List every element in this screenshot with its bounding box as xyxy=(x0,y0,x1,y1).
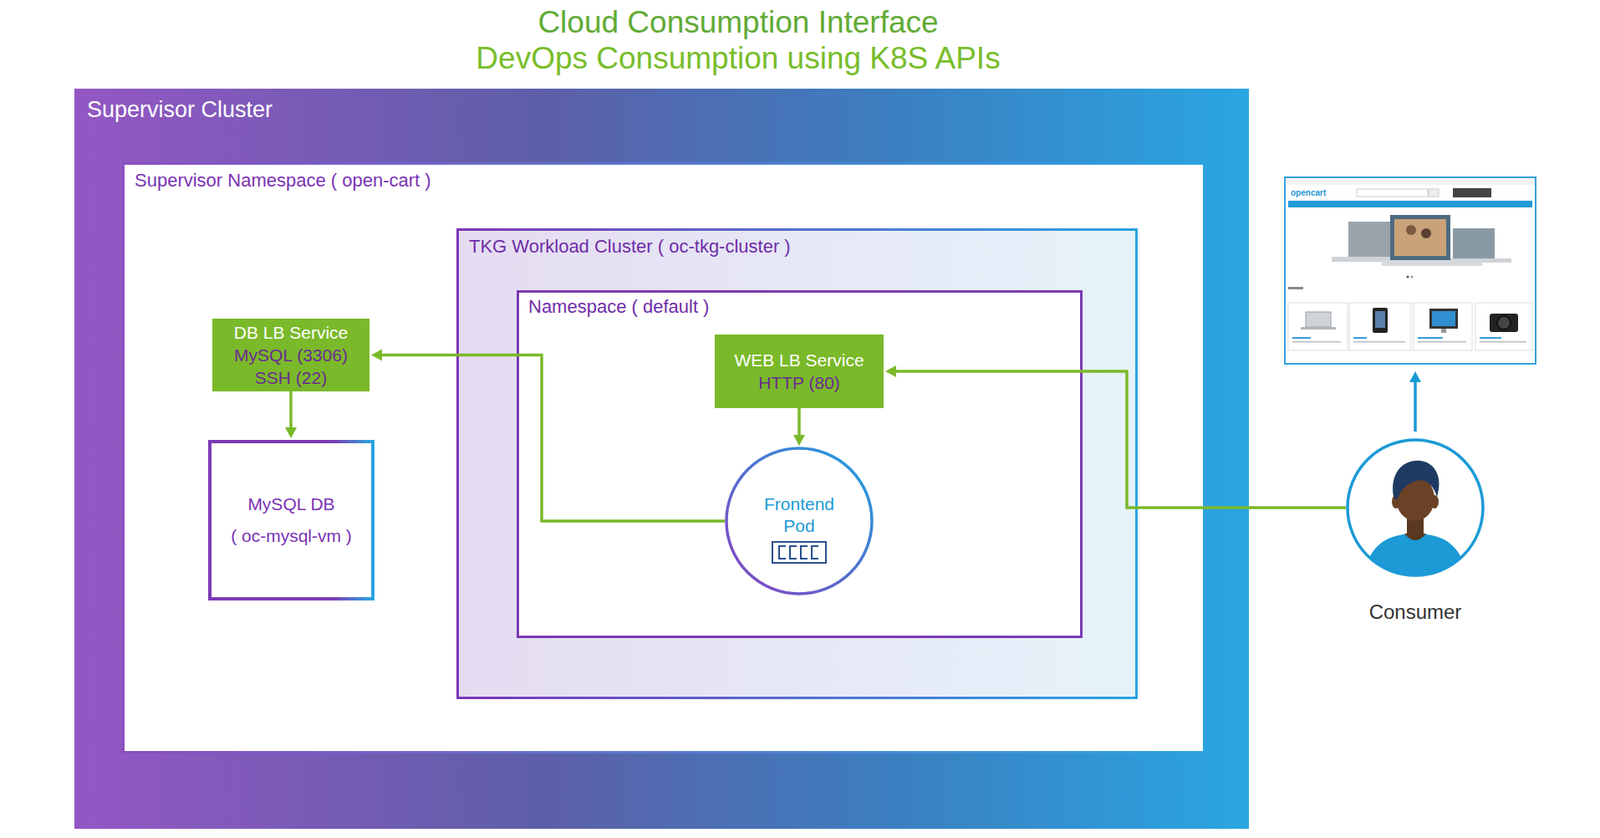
illustration-part xyxy=(1406,275,1410,279)
flow-connector xyxy=(371,349,725,522)
service-box: WEB LB ServiceHTTP (80) xyxy=(714,334,884,408)
arrow-head xyxy=(793,434,806,446)
connector-line xyxy=(380,355,725,522)
illustration-part xyxy=(1300,326,1336,330)
node-detail: MySQL (3306) xyxy=(234,343,348,367)
node-label: Frontend Pod xyxy=(753,493,846,537)
illustration-part xyxy=(1479,336,1502,339)
flow-connector xyxy=(885,365,1346,508)
namespace-box: Supervisor Namespace ( open-cart ) TKG Wo… xyxy=(122,162,1206,754)
diagram-subtitle: DevOps Consumption using K8S APIs xyxy=(475,40,1000,77)
illustration-part xyxy=(1288,286,1304,290)
illustration-part xyxy=(772,541,826,563)
illustration-part xyxy=(1428,188,1439,197)
node-label: Consumer xyxy=(1369,600,1463,624)
container-icon xyxy=(771,540,827,565)
diagram-title: Cloud Consumption Interface xyxy=(537,5,938,41)
node-label: opencart xyxy=(1290,188,1535,199)
webpage-screenshot xyxy=(1285,178,1535,363)
illustration-part xyxy=(1392,460,1439,500)
illustration-part xyxy=(1429,308,1458,329)
illustration-part xyxy=(1364,533,1467,577)
illustration-part xyxy=(1406,224,1417,235)
connector-line xyxy=(894,371,1346,508)
cluster-frame: Supervisor ClusterSupervisor Namespace (… xyxy=(74,88,1249,829)
node-label: DB LB Service xyxy=(234,321,349,344)
connector-line xyxy=(797,407,801,437)
illustration-part xyxy=(1413,302,1473,351)
illustration-part xyxy=(1372,307,1388,333)
vm-box: MySQL DB ( oc-mysql-vm ) xyxy=(208,439,375,601)
illustration-part xyxy=(1349,302,1412,351)
cluster-box: TKG Workload Cluster ( oc-tkg-cluster ) N… xyxy=(456,228,1138,699)
illustration-part xyxy=(1285,178,1535,185)
illustration-part xyxy=(1452,228,1495,259)
illustration-part xyxy=(1404,533,1427,541)
illustration-part xyxy=(1356,188,1428,197)
node-detail: HTTP (80) xyxy=(758,371,841,394)
node-label: MySQL DB xyxy=(247,493,335,515)
service-box: DB LB ServiceMySQL (3306)SSH (22) xyxy=(212,318,370,392)
arrow-head xyxy=(371,349,383,362)
node-detail: ( oc-mysql-vm ) xyxy=(230,524,352,547)
illustration-part xyxy=(1381,259,1483,266)
illustration-part xyxy=(1479,341,1527,343)
illustration-part xyxy=(1353,336,1367,339)
arrow-head xyxy=(1409,371,1422,383)
illustration-part xyxy=(726,448,872,594)
node-label: TKG Workload Cluster ( oc-tkg-cluster ) xyxy=(468,235,1126,258)
illustration-part xyxy=(779,545,819,559)
flow-connector xyxy=(793,407,806,446)
arrow-head xyxy=(285,427,297,439)
pod-circle: Frontend Pod xyxy=(724,446,874,596)
node-label: Supervisor Namespace ( open-cart ) xyxy=(134,169,1193,192)
connector-line xyxy=(1413,380,1417,432)
illustration-part xyxy=(1364,460,1467,577)
illustration-part xyxy=(1390,214,1451,260)
illustration-part xyxy=(1288,200,1533,208)
illustration-part xyxy=(1375,310,1386,328)
arrow-head xyxy=(885,365,897,378)
illustration-part xyxy=(1353,341,1406,343)
illustration-part xyxy=(1421,228,1432,239)
illustration-part xyxy=(1497,315,1511,330)
node-detail: SSH (22) xyxy=(254,366,327,389)
illustration-part xyxy=(1288,302,1348,351)
namespace-box: Namespace ( default ) WEB LB ServiceHTTP … xyxy=(516,290,1083,638)
person-avatar xyxy=(1345,438,1485,577)
illustration-part xyxy=(1292,336,1311,339)
illustration-part xyxy=(1475,302,1533,351)
illustration-part xyxy=(1489,313,1519,332)
illustration-part xyxy=(1411,275,1414,279)
consumer-actor: Consumer xyxy=(1345,438,1485,632)
node-label: Namespace ( default ) xyxy=(528,295,1071,318)
illustration-part xyxy=(1305,311,1331,327)
illustration-part xyxy=(1292,341,1341,343)
illustration-part xyxy=(1417,341,1467,343)
connector-line xyxy=(289,391,293,429)
illustration-part xyxy=(1417,336,1443,339)
flow-connector xyxy=(285,391,297,439)
illustration-part xyxy=(1431,310,1456,327)
node-label: WEB LB Service xyxy=(733,348,864,372)
illustration-part xyxy=(1394,219,1447,256)
illustration-part xyxy=(1441,328,1447,333)
illustration-part xyxy=(1452,188,1492,198)
flow-connector xyxy=(1409,371,1422,432)
node-label: Supervisor Cluster xyxy=(86,96,1237,123)
webpage-frame: opencart xyxy=(1284,176,1537,365)
